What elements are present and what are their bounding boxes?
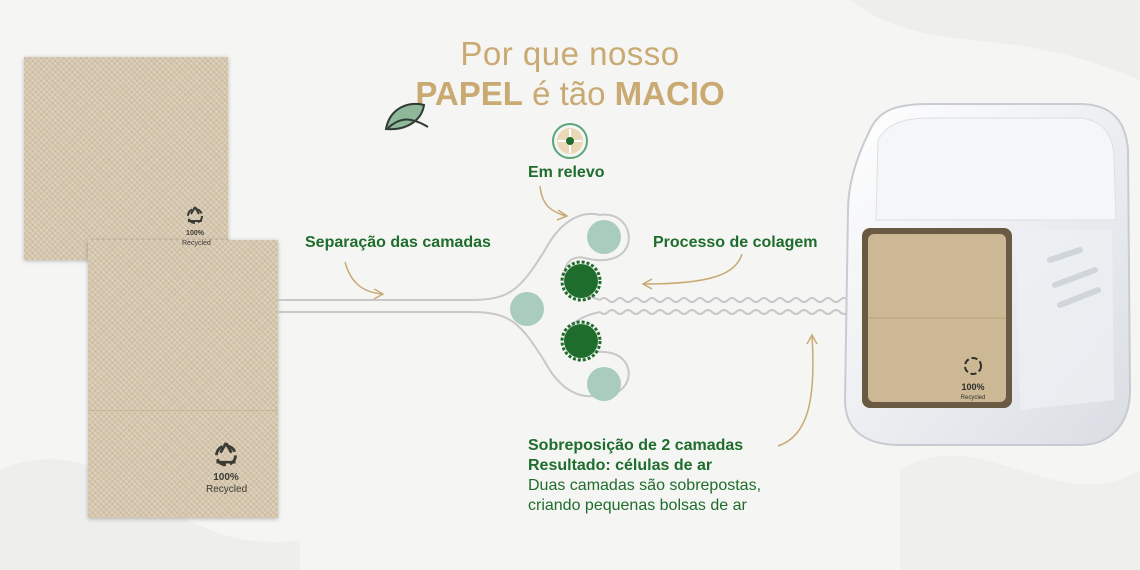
title-line-1: Por que nosso xyxy=(460,35,680,72)
label-separation: Separação das camadas xyxy=(305,234,491,251)
recycled-badge: 100% Recycled xyxy=(206,440,248,496)
label-result: Resultado: células de ar xyxy=(528,457,713,474)
napkin-dispenser: 100% Recycled xyxy=(843,103,1132,446)
title-bold-paper: PAPEL xyxy=(415,75,523,112)
wavy-line-top xyxy=(599,297,849,303)
wavy-line-bottom xyxy=(599,309,849,315)
arrow-gluing xyxy=(643,253,743,285)
recycled-percent: 100% xyxy=(186,230,204,237)
label-gluing: Processo de colagem xyxy=(653,234,818,251)
air-cell-top xyxy=(587,220,621,254)
recycled-word: Recycled xyxy=(182,240,211,247)
air-cell-left xyxy=(510,292,544,326)
fold-line xyxy=(88,410,278,411)
leaf-icon xyxy=(384,102,429,131)
title-bold-soft: MACIO xyxy=(614,75,725,112)
svg-text:100%: 100% xyxy=(961,382,984,392)
layer-line-bottom xyxy=(278,311,601,398)
napkin-square: 100% Recycled xyxy=(24,57,228,260)
page-title: Por que nosso PAPEL é tão MACIO xyxy=(370,34,770,114)
recycled-percent: 100% xyxy=(213,472,239,483)
arrow-separation xyxy=(344,261,383,295)
recycle-icon xyxy=(187,206,203,224)
glue-point-bottom xyxy=(560,320,602,362)
arrow-embossed xyxy=(539,185,567,217)
desc-line-1: Duas camadas são sobrepostas, xyxy=(528,477,762,494)
layer-line-top xyxy=(278,212,601,301)
recycled-badge: 100% Recycled xyxy=(182,205,211,249)
title-middle: é tão xyxy=(522,75,615,112)
embossed-icon xyxy=(552,123,588,159)
label-embossed: Em relevo xyxy=(528,164,605,181)
recycled-word: Recycled xyxy=(206,484,248,495)
label-overlap: Sobreposição de 2 camadas xyxy=(528,437,744,454)
recycle-icon xyxy=(215,442,237,467)
air-cell-bottom xyxy=(587,367,621,401)
napkin-folded: 100% Recycled xyxy=(88,240,278,518)
svg-text:Recycled: Recycled xyxy=(961,395,986,401)
glue-point-top xyxy=(560,260,602,302)
title-line-2: PAPEL é tão MACIO xyxy=(370,74,770,114)
arrow-overlap xyxy=(777,335,814,447)
desc-line-2: criando pequenas bolsas de ar xyxy=(528,497,747,514)
